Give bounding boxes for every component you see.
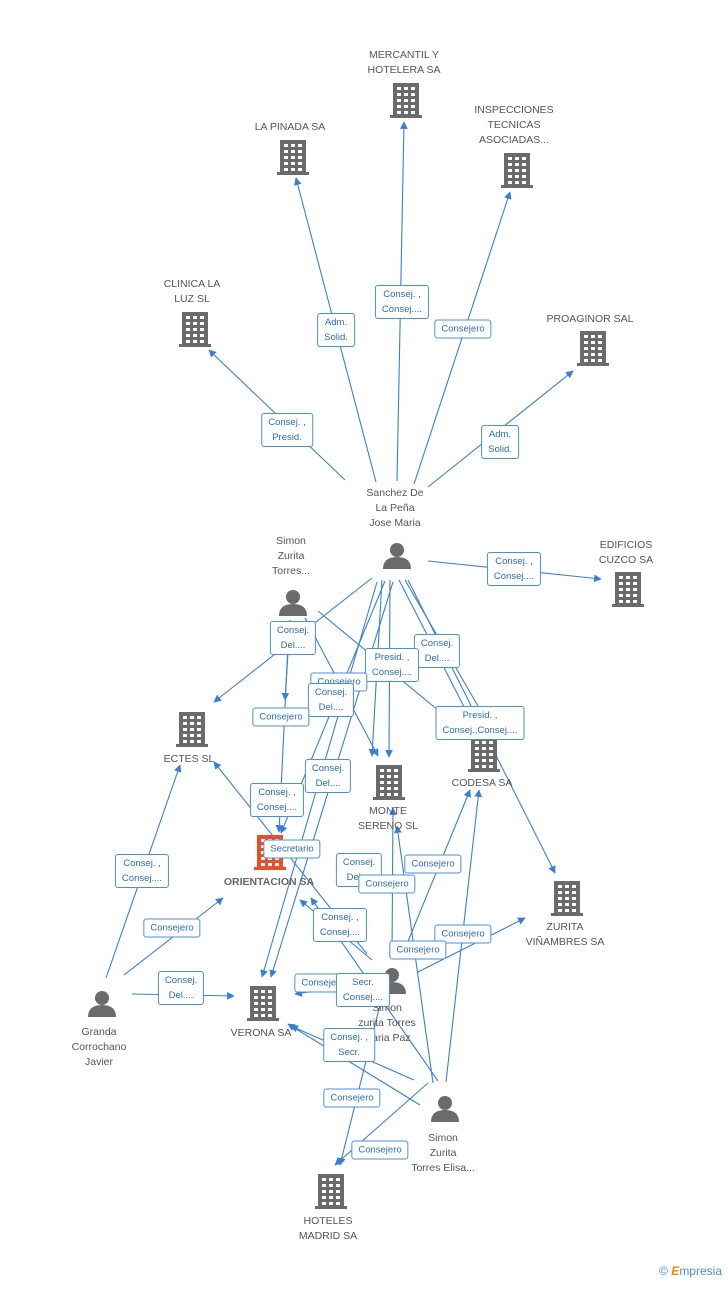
edge-label[interactable]: Presid. , Consej.... xyxy=(364,648,420,682)
edge-label[interactable]: Consejero xyxy=(389,940,447,960)
node-label-proaginor[interactable]: PROAGINOR SAL xyxy=(546,313,634,325)
edge-label[interactable]: Consej. , Presid. xyxy=(261,413,313,447)
node-label-hoteles[interactable]: HOTELES MADRID SA xyxy=(298,1215,358,1242)
edge-label[interactable]: Consejero xyxy=(434,924,492,944)
edge-label[interactable]: Consejero xyxy=(351,1140,409,1160)
building-icon-edificios[interactable] xyxy=(612,572,644,607)
building-icon-inspecciones[interactable] xyxy=(501,153,533,188)
edge-label[interactable]: Consej. Del.... xyxy=(269,621,317,655)
node-label-inspecciones[interactable]: INSPECCIONES TECNICAS ASOCIADAS... xyxy=(474,104,554,146)
edge-label[interactable]: Consej. Del.... xyxy=(307,683,355,717)
node-label-pinada[interactable]: LA PINADA SA xyxy=(254,121,326,133)
person-icon-granda[interactable] xyxy=(88,991,116,1017)
person-icon-simon_elisa[interactable] xyxy=(431,1096,459,1122)
person-icon-sanchez[interactable] xyxy=(383,543,411,569)
edge-label[interactable]: Consej. Del.... xyxy=(157,971,205,1005)
building-icon-zurita[interactable] xyxy=(551,881,583,916)
edge-label[interactable]: Consej. Del.... xyxy=(304,759,352,793)
edge-simon_maria-to-zurita xyxy=(417,917,526,973)
edge-label[interactable]: Consej. Del.... xyxy=(413,634,461,668)
building-icon-verona[interactable] xyxy=(247,986,279,1021)
node-label-edificios[interactable]: EDIFICIOS CUZCO SA xyxy=(598,539,654,566)
edge-label[interactable]: Consej. , Consej.... xyxy=(486,552,542,586)
building-icon-clinica[interactable] xyxy=(179,312,211,347)
person-icon-simon_torres[interactable] xyxy=(279,590,307,616)
node-label-mercantil[interactable]: MERCANTIL Y HOTELERA SA xyxy=(367,49,441,76)
node-label-clinica[interactable]: CLINICA LA LUZ SL xyxy=(163,278,221,305)
edge-label[interactable]: Consejero xyxy=(252,707,310,727)
edge-label[interactable]: Consejero xyxy=(358,874,416,894)
edge-label[interactable]: Secr. Consej.... xyxy=(335,973,391,1007)
watermark: © Empresia xyxy=(659,1264,722,1278)
node-label-codesa[interactable]: CODESA SA xyxy=(451,777,513,789)
edge-label[interactable]: Consej. , Consej.... xyxy=(374,285,430,319)
edge-label[interactable]: Consej. , Consej.... xyxy=(114,854,170,888)
edge-simon_elisa-to-verona xyxy=(287,1023,421,1106)
building-icon-codesa[interactable] xyxy=(468,737,500,772)
node-label-ectes[interactable]: ECTES SL xyxy=(163,753,215,765)
node-label-simon_elisa[interactable]: Simon Zurita Torres Elisa... xyxy=(411,1132,475,1174)
node-label-simon_torres[interactable]: Simon Zurita Torres... xyxy=(272,535,310,577)
edge-label[interactable]: Consejero xyxy=(323,1088,381,1108)
edge-label[interactable]: Consejero xyxy=(434,319,492,339)
node-label-granda[interactable]: Granda Corrochano Javier xyxy=(71,1026,127,1068)
node-label-verona[interactable]: VERONA SA xyxy=(230,1027,292,1039)
edge-label[interactable]: Consej. , Consej.... xyxy=(249,783,305,817)
building-icon-pinada[interactable] xyxy=(277,140,309,175)
edge-simon_elisa-to-hoteles xyxy=(334,1082,429,1166)
building-icon-hoteles[interactable] xyxy=(315,1174,347,1209)
edge-label[interactable]: Consej. , Consej.... xyxy=(312,908,368,942)
edge-label[interactable]: Consejero xyxy=(143,918,201,938)
building-icon-monte[interactable] xyxy=(373,765,405,800)
edge-label[interactable]: Adm. Solid. xyxy=(481,425,519,459)
edge-label[interactable]: Consejero xyxy=(404,854,462,874)
node-label-zurita[interactable]: ZURITA VIÑAMBRES SA xyxy=(525,921,605,948)
building-icon-ectes[interactable] xyxy=(176,712,208,747)
node-label-orientacion[interactable]: ORIENTACION SA xyxy=(223,876,315,888)
node-label-sanchez[interactable]: Sanchez De La Peña Jose Maria xyxy=(366,487,424,529)
node-label-monte[interactable]: MONTE SERENO SL xyxy=(357,805,419,832)
edge-label[interactable]: Adm. Solid. xyxy=(317,313,355,347)
edge-label[interactable]: Presid. , Consej.,Consej.... xyxy=(435,706,525,740)
building-icon-mercantil[interactable] xyxy=(390,83,422,118)
building-icon-proaginor[interactable] xyxy=(577,331,609,366)
edge-label[interactable]: Secretario xyxy=(263,839,321,859)
edge-label[interactable]: Consej. , Secr. xyxy=(323,1028,375,1062)
